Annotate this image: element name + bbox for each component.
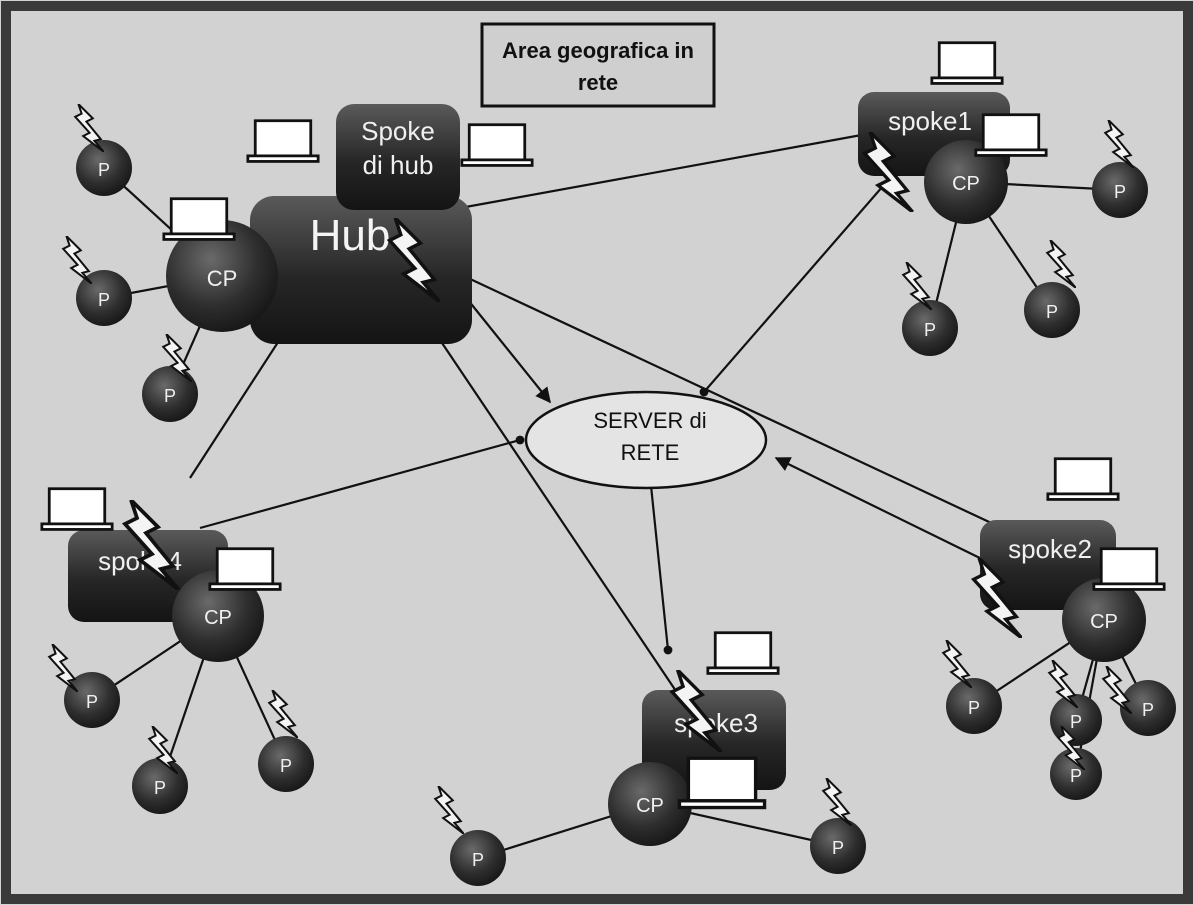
p-label: P: [924, 320, 936, 340]
p-node: [76, 140, 132, 196]
p-label: P: [1070, 766, 1082, 786]
p-label: P: [832, 838, 844, 858]
p-node: [258, 736, 314, 792]
link-hub-spoke1: [459, 130, 879, 210]
p-node: [1024, 282, 1080, 338]
link-spoke4-server: [199, 435, 525, 530]
p-label: P: [98, 290, 110, 310]
p-label: P: [86, 692, 98, 712]
hub-spoke-box: [336, 104, 460, 210]
p-node: [142, 366, 198, 422]
title-line-2: rete: [578, 70, 618, 95]
cp-node: [924, 140, 1008, 224]
spoke4-cluster: spoke4 CP P P P: [40, 487, 314, 814]
laptop-icon: [460, 123, 534, 167]
link-hub-spoke4: [189, 335, 283, 479]
laptop-icon: [974, 113, 1048, 157]
cp-node: [608, 762, 692, 846]
cp-label: CP: [952, 173, 980, 195]
spoke2-cluster: spoke2 CP P P P P: [942, 457, 1176, 800]
p-node: [1120, 680, 1176, 736]
hub-spoke-label-line2: di hub: [363, 150, 434, 180]
cp-label: CP: [204, 607, 232, 629]
spoke3-cluster: spoke3 CP P P: [434, 631, 866, 886]
p-label: P: [472, 850, 484, 870]
link-spoke3-server: [645, 471, 673, 655]
hub-spoke-label-line1: Spoke: [361, 116, 435, 146]
p-label: P: [280, 756, 292, 776]
p-label: P: [1142, 700, 1154, 720]
cp-label: CP: [1090, 611, 1118, 633]
cp-label: CP: [207, 266, 238, 291]
link-spoke1-server: [699, 177, 891, 397]
title-box-bg: [480, 22, 716, 108]
server-label-line2: RETE: [621, 440, 680, 465]
p-label: P: [98, 160, 110, 180]
p-node: [1092, 162, 1148, 218]
p-node: [76, 270, 132, 326]
hub-label: Hub: [310, 211, 391, 260]
title-line-1: Area geografica in: [502, 38, 694, 63]
server-label-line1: SERVER di: [593, 408, 706, 433]
title-box: Area geografica in rete: [480, 22, 716, 108]
laptop-icon: [930, 41, 1004, 85]
laptop-icon: [246, 119, 320, 163]
cp-node: [172, 570, 264, 662]
hub-box: [250, 196, 472, 344]
laptop-icon: [677, 756, 767, 810]
link-hub-spoke2: [467, 277, 1003, 529]
cp-node: [1062, 578, 1146, 662]
server-node: SERVER di RETE: [524, 390, 768, 490]
link-hub-server: [467, 299, 551, 404]
laptop-icon: [706, 631, 780, 675]
p-node: [450, 830, 506, 886]
p-label: P: [164, 386, 176, 406]
p-node: [1050, 748, 1102, 800]
laptop-icon: [1092, 547, 1166, 591]
p-node: [946, 678, 1002, 734]
server-ellipse: [524, 390, 768, 490]
laptop-icon: [40, 487, 114, 531]
laptop-icon: [1046, 457, 1120, 501]
p-node: [810, 818, 866, 874]
link-hub-spoke3: [439, 339, 683, 701]
cp-label: CP: [636, 795, 664, 817]
p-label: P: [1046, 302, 1058, 322]
hub-cluster: Hub Spoke di hub CP P P P: [62, 104, 534, 422]
p-label: P: [154, 778, 166, 798]
p-label: P: [1070, 712, 1082, 732]
link-spoke2-server: [774, 457, 989, 563]
spoke1-cluster: spoke1 CP P P P: [858, 41, 1148, 356]
p-node: [902, 300, 958, 356]
laptop-icon: [162, 197, 236, 241]
spoke1-label: spoke1: [888, 106, 972, 136]
p-label: P: [1114, 182, 1126, 202]
p-label: P: [968, 698, 980, 718]
spoke2-label: spoke2: [1008, 534, 1092, 564]
laptop-icon: [208, 547, 282, 591]
cp-node: [166, 220, 278, 332]
p-node: [64, 672, 120, 728]
